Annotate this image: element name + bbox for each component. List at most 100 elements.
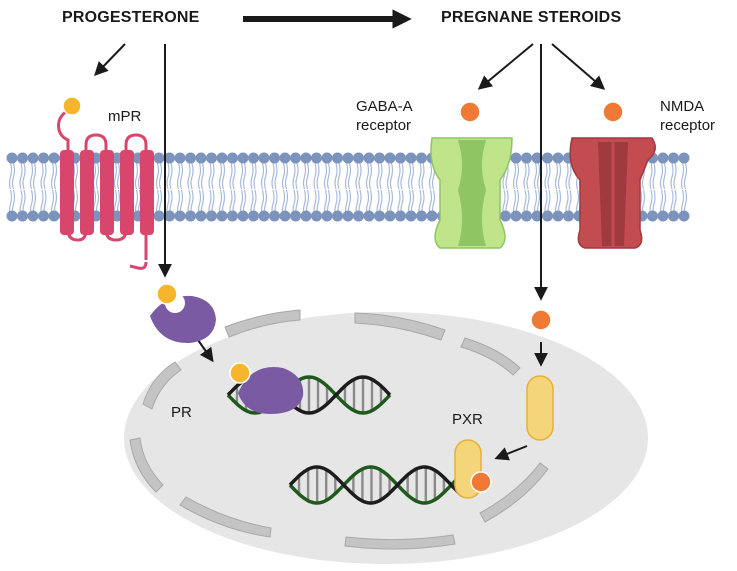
membrane-head <box>248 210 259 222</box>
membrane-head <box>111 152 123 164</box>
membrane-head <box>279 152 291 164</box>
membrane-tail <box>365 162 373 190</box>
membrane-head <box>353 152 364 164</box>
membrane-head <box>374 210 385 222</box>
membrane-head <box>395 152 406 164</box>
membrane-head <box>237 152 249 164</box>
membrane-head <box>395 210 406 222</box>
membrane-head <box>332 210 343 222</box>
membrane-head <box>17 152 28 164</box>
membrane-tail <box>323 162 331 190</box>
membrane-tail <box>19 162 26 190</box>
membrane-head <box>290 152 301 164</box>
label-nmda-line2: receptor <box>660 117 716 134</box>
dna-strand <box>288 465 464 505</box>
membrane-head <box>258 152 270 164</box>
membrane-head <box>279 210 291 222</box>
membrane-tail <box>166 162 173 190</box>
membrane-head <box>363 210 375 222</box>
membrane-head <box>405 152 417 164</box>
mpr-receptor <box>57 108 154 270</box>
membrane-head <box>353 210 364 222</box>
membrane-head <box>300 210 312 222</box>
membrane-head <box>405 210 417 222</box>
membrane-head <box>6 152 18 164</box>
membrane-tail <box>565 162 572 190</box>
membrane-head <box>48 210 60 222</box>
membrane-head <box>111 210 123 222</box>
membrane-tail <box>313 162 320 190</box>
arrow-to-mpr <box>94 43 126 77</box>
membrane-head <box>195 152 207 164</box>
membrane-head <box>552 152 564 164</box>
membrane-head <box>227 152 238 164</box>
membrane-head <box>678 210 690 222</box>
membrane-head <box>552 210 564 222</box>
gaba-a-receptor <box>430 137 513 249</box>
membrane-head <box>311 210 322 222</box>
membrane-head <box>48 152 60 164</box>
membrane-head <box>185 210 196 222</box>
membrane-head <box>164 152 175 164</box>
membrane-head <box>153 152 165 164</box>
pregnane-ligand-bound <box>470 471 492 493</box>
label-pr: PR <box>171 404 192 421</box>
membrane-head <box>6 210 18 222</box>
membrane-tail <box>260 162 268 190</box>
membrane-head <box>216 210 228 222</box>
membrane-head <box>374 152 385 164</box>
membrane-head <box>416 152 427 164</box>
membrane-tail <box>302 162 310 190</box>
membrane-head <box>38 152 49 164</box>
membrane-head <box>300 152 312 164</box>
membrane-head <box>290 210 301 222</box>
membrane-tail <box>544 162 551 190</box>
membrane-tail <box>250 162 257 190</box>
membrane-head <box>237 210 249 222</box>
membrane-tail <box>649 162 656 190</box>
membrane-head <box>38 210 49 222</box>
membrane-head <box>426 210 438 222</box>
membrane-head <box>542 152 553 164</box>
membrane-tail <box>512 162 520 190</box>
label-gaba-a-line2: receptor <box>356 117 412 134</box>
membrane-head <box>510 210 522 222</box>
dna-helix-pxr <box>288 465 464 505</box>
membrane-head <box>17 210 28 222</box>
membrane-head <box>668 152 679 164</box>
membrane-tail <box>523 162 530 190</box>
membrane-head <box>227 210 238 222</box>
membrane-head <box>510 152 522 164</box>
label-nmda-line1: NMDA <box>660 98 705 115</box>
membrane-tail <box>134 162 142 190</box>
membrane-head <box>531 152 543 164</box>
label-nmda: NMDA receptor <box>660 97 715 135</box>
nmda-receptor <box>569 137 656 249</box>
pr-receptor-dna <box>238 367 304 414</box>
membrane-head <box>311 152 322 164</box>
membrane-head <box>185 152 196 164</box>
membrane-tail <box>355 162 362 190</box>
progesterone-ligand-free <box>156 283 178 305</box>
dna-strand <box>226 375 392 415</box>
membrane-head <box>678 152 690 164</box>
membrane-tail <box>92 162 100 190</box>
membrane-head <box>521 152 532 164</box>
membrane-head <box>563 210 574 222</box>
label-progesterone: PROGESTERONE <box>62 9 200 26</box>
pregnane-ligand-gaba <box>459 101 481 123</box>
label-mpr: mPR <box>108 108 142 125</box>
progesterone-ligand-mpr <box>62 96 82 116</box>
membrane-head <box>647 210 658 222</box>
membrane-tail <box>208 162 215 190</box>
membrane-head <box>206 210 217 222</box>
membrane-head <box>164 210 175 222</box>
membrane-head <box>657 152 669 164</box>
membrane-tail <box>187 162 194 190</box>
membrane-tail <box>418 162 425 190</box>
membrane-head <box>668 210 679 222</box>
membrane-head <box>321 152 333 164</box>
membrane-tail <box>155 162 163 190</box>
membrane-tail <box>554 162 562 190</box>
arrow-pr-to-nucleus <box>197 339 214 363</box>
